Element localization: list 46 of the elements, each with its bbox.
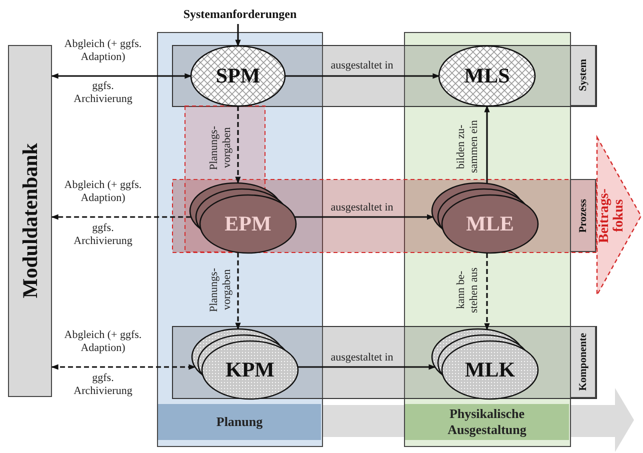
edge-label: ausgestaltet in	[330, 201, 394, 215]
arrow	[235, 24, 241, 47]
row-header: System	[570, 45, 596, 106]
node-label: SPM	[216, 64, 260, 88]
row-header: Komponente	[570, 326, 596, 398]
note-label: ggfs. Archivierung	[72, 222, 134, 248]
row-header: Prozess	[570, 179, 596, 252]
stacked-ellipse	[189, 182, 297, 254]
stacked-ellipse	[431, 328, 539, 400]
dashed-arrow	[51, 364, 196, 370]
ellipse	[190, 45, 286, 107]
database-bar	[8, 45, 52, 397]
stacked-ellipse	[431, 182, 539, 254]
edge-label: Abgleich (+ ggfs. Adaption)	[63, 38, 143, 64]
arrow	[51, 73, 192, 79]
arrow	[294, 214, 434, 220]
dashed-arrow	[235, 106, 241, 184]
edge-label: ausgestaltet in	[330, 351, 394, 365]
arrow	[285, 73, 440, 79]
arrow	[484, 105, 490, 184]
edge-label: Planungs- vorgaben	[208, 267, 234, 314]
dashed-arrow	[51, 214, 192, 220]
edge-label: ausgestaltet in	[330, 59, 394, 73]
dashed-arrow	[235, 252, 241, 330]
arrow	[298, 364, 436, 370]
focus-arrow	[596, 136, 642, 296]
edge-label: Planungs- vorgaben	[208, 125, 234, 172]
note-label: ggfs. Archivierung	[72, 80, 134, 106]
database-label: Moduldatenbank	[18, 143, 42, 299]
edge-label: Abgleich (+ ggfs. Adaption)	[63, 178, 143, 206]
input-label: Systemanforderungen	[165, 4, 315, 24]
edge-label: bilden zu- sammen ein	[455, 119, 482, 176]
node-label: KPM	[226, 358, 274, 382]
column-header: Planung	[158, 404, 321, 440]
node-label: MLE	[466, 212, 514, 236]
node-label: MLS	[464, 64, 510, 88]
edge-label: kann be- stehen aus	[455, 266, 482, 315]
ellipse	[438, 45, 536, 107]
column-header: Physikalische Ausgestaltung	[405, 404, 569, 440]
focus-label: Beitrags- fokus	[598, 188, 628, 246]
dashed-arrow	[484, 252, 490, 330]
stacked-ellipse	[191, 328, 299, 400]
note-label: ggfs. Archivierung	[72, 372, 134, 398]
edge-label: Abgleich (+ ggfs. Adaption)	[63, 328, 143, 356]
node-label: EPM	[224, 212, 272, 236]
node-label: MLK	[464, 358, 516, 382]
